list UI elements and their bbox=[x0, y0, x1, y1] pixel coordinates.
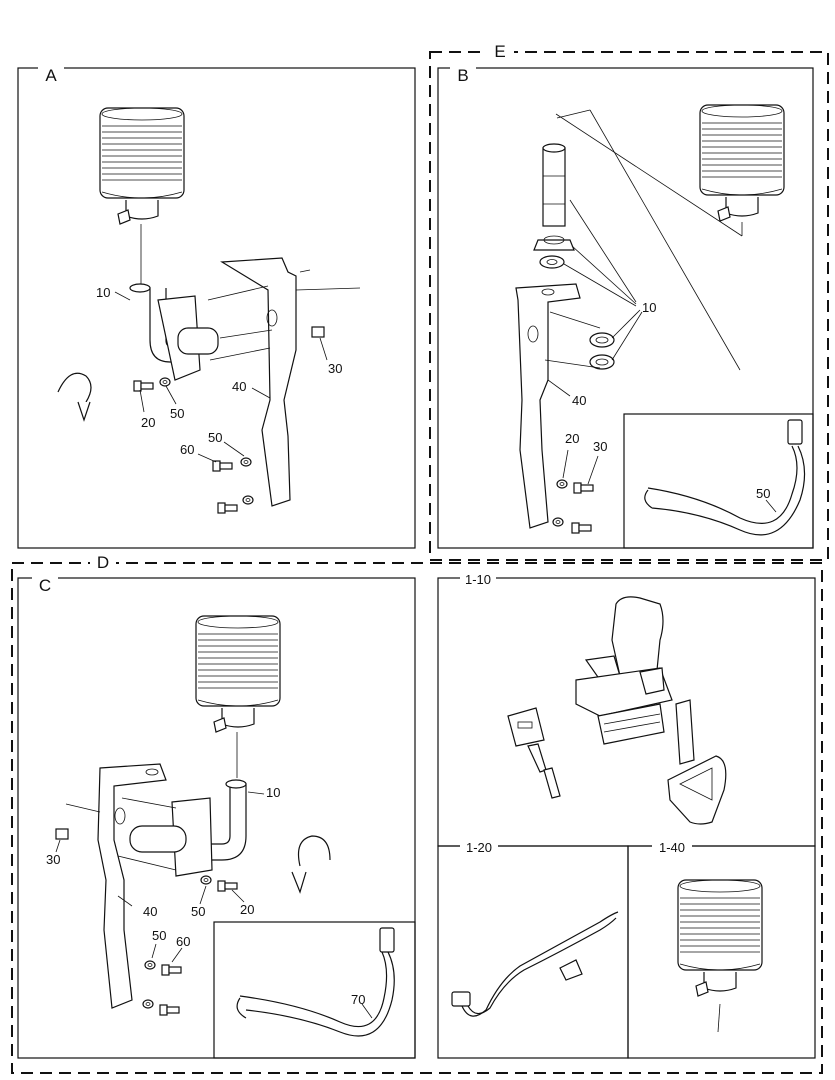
bracket-part bbox=[515, 283, 581, 529]
callout-10: 10 bbox=[96, 285, 110, 300]
callout-50: 50 bbox=[208, 430, 222, 445]
callout-40: 40 bbox=[572, 393, 586, 408]
panel-b-label: B bbox=[457, 66, 468, 85]
panel-a-label: A bbox=[45, 66, 57, 85]
callout-40: 40 bbox=[232, 379, 246, 394]
callout-20: 20 bbox=[141, 415, 155, 430]
callout-50: 50 bbox=[170, 406, 184, 421]
seat-illustration bbox=[611, 596, 664, 681]
callout-30: 30 bbox=[46, 852, 60, 867]
group-d-label: D bbox=[97, 553, 109, 572]
callout-30: 30 bbox=[328, 361, 342, 376]
belt-buckle bbox=[507, 707, 545, 747]
mast-part bbox=[542, 147, 566, 227]
panel-1-10: 1-10 bbox=[437, 570, 816, 847]
bracket-part bbox=[220, 257, 297, 507]
callout-10: 10 bbox=[266, 785, 280, 800]
callout-40: 40 bbox=[143, 904, 157, 919]
cable-inset bbox=[623, 413, 814, 549]
group-e-label: E bbox=[494, 42, 505, 61]
callout-50: 50 bbox=[152, 928, 166, 943]
group-e-border bbox=[429, 51, 829, 561]
panel-a: A 10 20 30 bbox=[17, 60, 416, 549]
callout-70: 70 bbox=[351, 992, 365, 1007]
harness-connector bbox=[451, 991, 471, 1007]
tube-part bbox=[207, 783, 247, 861]
callout-30: 30 bbox=[593, 439, 607, 454]
panel-1-10-label: 1-10 bbox=[465, 572, 491, 587]
panel-c-label: C bbox=[39, 576, 51, 595]
panel-1-20-label: 1-20 bbox=[466, 840, 492, 855]
panel-b: B bbox=[437, 60, 814, 549]
panel-1-40: 1-40 bbox=[627, 838, 816, 1059]
callout-20: 20 bbox=[240, 902, 254, 917]
bracket-part bbox=[97, 763, 167, 1009]
callout-20: 20 bbox=[565, 431, 579, 446]
panel-1-40-label: 1-40 bbox=[659, 840, 685, 855]
callout-50: 50 bbox=[756, 486, 770, 501]
callout-60: 60 bbox=[176, 934, 190, 949]
cable-inset bbox=[213, 921, 416, 1059]
group-d-border bbox=[11, 562, 823, 1074]
wire-harness bbox=[461, 911, 619, 1017]
belt-retractor bbox=[675, 699, 695, 765]
panel-1-20: 1-20 bbox=[437, 838, 629, 1059]
callout-60: 60 bbox=[180, 442, 194, 457]
callout-10: 10 bbox=[642, 300, 656, 315]
panel-c: C 10 20 30 40 bbox=[17, 570, 416, 1059]
callout-50: 50 bbox=[191, 904, 205, 919]
